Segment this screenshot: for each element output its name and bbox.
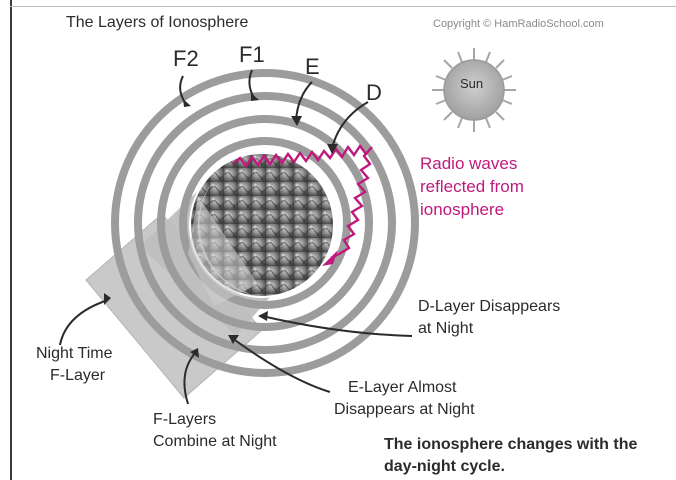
e-layer-note: E-Layer Almost Disappears at Night (334, 377, 475, 421)
radio-waves-line1: Radio waves (420, 154, 518, 173)
arrow-e-layer (231, 337, 331, 393)
diagram-title: The Layers of Ionosphere (66, 14, 249, 31)
leader-d-arrow (327, 144, 338, 154)
top-border (10, 6, 676, 7)
annotation-arrows (59, 293, 413, 405)
caption-line1: The ionosphere changes with the (384, 436, 638, 453)
copyright-notice: Copyright © HamRadioSchool.com (433, 18, 604, 30)
leader-e-arrow (291, 116, 302, 126)
caption: The ionosphere changes with the day-nigh… (384, 434, 637, 478)
arrow-night (59, 299, 109, 346)
layer-leaders (179, 69, 369, 154)
leader-d (331, 101, 369, 149)
ring-e (157, 115, 373, 331)
night-f-layer-note: Night Time F-Layer (36, 343, 112, 387)
caption-line2: day-night cycle. (384, 458, 505, 475)
label-f1: F1 (239, 42, 265, 67)
arrow-d-layer (261, 315, 413, 337)
radio-wave-path (233, 143, 373, 260)
arrow-night-head (104, 293, 111, 305)
arrow-f-layers (183, 351, 197, 405)
f-layers-line2: Combine at Night (153, 433, 277, 450)
radio-waves-line2: reflected from (420, 177, 524, 196)
d-layer-line2: at Night (418, 320, 474, 337)
ring-d (179, 137, 351, 309)
layer-rings (111, 69, 419, 377)
night-line1: Night Time (36, 345, 113, 362)
f-layers-note: F-Layers Combine at Night (153, 409, 277, 453)
radio-waves-line3: ionosphere (420, 200, 505, 219)
e-layer-line2: Disappears at Night (334, 401, 475, 418)
earth-shadow-overlay (188, 196, 258, 306)
radio-waves-note: Radio waves reflected from ionosphere (420, 152, 550, 221)
arrow-f-layers-head (190, 348, 199, 358)
e-layer-line1: E-Layer Almost (348, 379, 457, 396)
leader-f2-arrow (183, 99, 191, 107)
sun-graphic (432, 48, 516, 132)
d-layer-line1: D-Layer Disappears (418, 298, 561, 315)
ring-f2 (111, 69, 419, 377)
label-d: D (366, 80, 382, 105)
radio-arrow-head (322, 250, 338, 266)
ring-f1 (134, 92, 396, 354)
leader-f1-arrow (251, 93, 259, 101)
d-layer-note: D-Layer Disappears at Night (418, 296, 560, 340)
arrow-e-layer-head (228, 335, 239, 344)
label-e: E (305, 54, 320, 79)
f-layers-line1: F-Layers (153, 411, 217, 428)
sun-label: Sun (460, 76, 484, 91)
label-f2: F2 (173, 46, 199, 71)
left-border (10, 0, 12, 480)
arrow-d-layer-head (258, 311, 268, 321)
night-line2: F-Layer (50, 367, 106, 384)
